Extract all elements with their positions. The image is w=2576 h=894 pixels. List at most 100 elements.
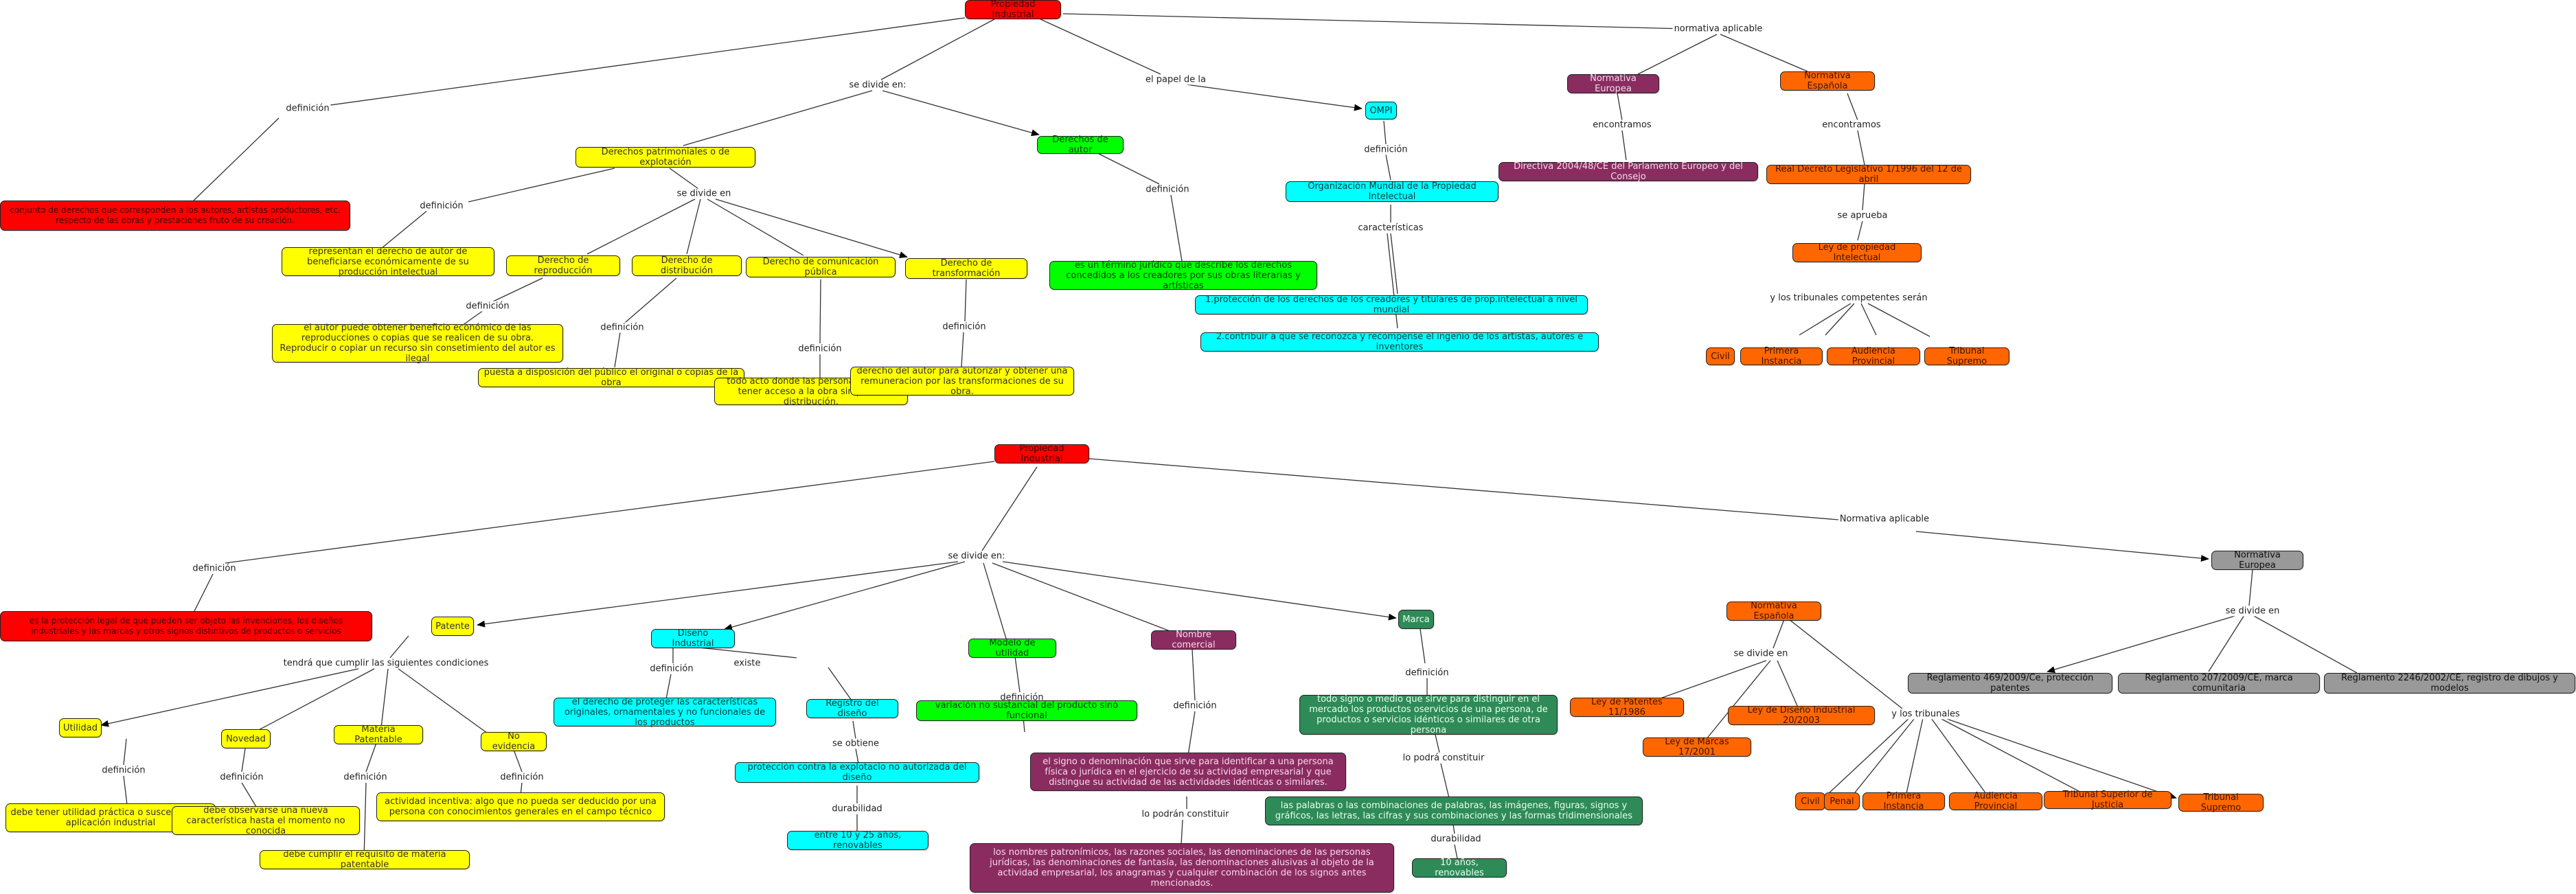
- tribunal-node[interactable]: Tribunal Supremo: [1924, 346, 2009, 367]
- definition-node[interactable]: el autor puede obtener beneficio económi…: [272, 323, 563, 364]
- label-definicion: definición: [1363, 144, 1409, 155]
- duracion-node[interactable]: 10 años, renovables: [1412, 858, 1507, 878]
- marca-node[interactable]: Marca: [1398, 610, 1434, 629]
- definition-node[interactable]: es un término jurídico que describe los …: [1049, 260, 1317, 291]
- reglamento-node[interactable]: Reglamento 207/2009/CE, marca comunitari…: [2118, 673, 2320, 694]
- tribunal-node[interactable]: Civil: [1795, 792, 1825, 810]
- characteristic-node[interactable]: 1.protección de los derechos de los crea…: [1195, 295, 1588, 315]
- label-se-obtiene: se obtiene: [830, 738, 881, 749]
- label-condiciones: tendrá que cumplir las siguientes condic…: [282, 658, 490, 669]
- ompi-node[interactable]: OMPI: [1365, 102, 1397, 119]
- root-node-2[interactable]: Propiedad Industrial: [994, 444, 1089, 464]
- root-node-1[interactable]: Propiedad Industrial: [965, 0, 1061, 20]
- tribunal-node[interactable]: Civil: [1706, 347, 1735, 365]
- label-existe: existe: [732, 658, 762, 669]
- ley-patentes-node[interactable]: Ley de Patentes 11/1986: [1570, 697, 1684, 718]
- definition-node[interactable]: todo signo o medio que sirve para distin…: [1299, 694, 1558, 735]
- derechos-autor-node[interactable]: Derechos de autor: [1037, 135, 1124, 155]
- definition-node[interactable]: conjunto de derechos que corresponden a …: [0, 200, 350, 231]
- decreto-node[interactable]: Real Decreto Legislativo 1/1996 del 12 d…: [1766, 164, 1971, 185]
- label-se-divide: se divide en:: [847, 80, 908, 91]
- label-tribunales: y los tribunales competentes serán: [1768, 293, 1929, 303]
- normativa-espanola-node[interactable]: Normativa Española: [1780, 71, 1875, 91]
- label-se-divide: se divide en:: [946, 551, 1007, 562]
- label-encontramos: encontramos: [1821, 119, 1882, 130]
- normativa-europea-node[interactable]: Normativa Europea: [2211, 550, 2303, 571]
- label-definicion: definición: [1144, 184, 1191, 195]
- patrimoniales-node[interactable]: Derechos patrimoniales o de explotación: [575, 147, 755, 168]
- novedad-node[interactable]: Novedad: [221, 729, 271, 748]
- label-caracteristicas: características: [1356, 222, 1425, 233]
- label-definicion: definición: [648, 663, 695, 674]
- proteccion-node[interactable]: protección contra la explotacio no autor…: [735, 762, 979, 783]
- definition-node[interactable]: el signo o denominación que sirve para i…: [1030, 753, 1346, 791]
- ompi-definition-node[interactable]: Organización Mundial de la Propiedad Int…: [1286, 181, 1498, 202]
- tribunal-node[interactable]: Penal: [1824, 792, 1860, 810]
- ley-pi-node[interactable]: Ley de propiedad Intelectual: [1792, 242, 1922, 263]
- label-definicion: definición: [999, 692, 1045, 703]
- label-definicion: definición: [797, 343, 843, 354]
- comunicacion-node[interactable]: Derecho de comunicación pública: [746, 257, 896, 277]
- label-constituir: lo podrán constituir: [1140, 809, 1231, 820]
- definition-node[interactable]: representan el derecho de autor de benef…: [282, 247, 494, 277]
- evidencia-node[interactable]: No evidencia: [481, 731, 547, 752]
- label-definicion: definición: [100, 765, 147, 776]
- definition-node[interactable]: puesta a disposición del público el orig…: [478, 367, 744, 388]
- patente-node[interactable]: Patente: [431, 617, 474, 636]
- distribucion-node[interactable]: Derecho de distribución: [632, 255, 742, 276]
- definition-node[interactable]: derecho del autor para autorizar y obten…: [850, 366, 1074, 397]
- label-definicion: definición: [941, 321, 988, 332]
- tribunal-node[interactable]: Tribunal Superior de Justicia: [2044, 790, 2172, 810]
- label-constituir: lo podrá constituir: [1401, 753, 1486, 764]
- label-se-divide-en: se divide en: [2224, 606, 2281, 617]
- ley-diseno-node[interactable]: Ley de Diseño Industrial 20/2003: [1728, 705, 1875, 726]
- label-definicion: definición: [342, 772, 389, 783]
- label-durabilidad: durabilidad: [1429, 834, 1483, 845]
- label-definicion: definición: [1404, 667, 1450, 678]
- nombre-comercial-node[interactable]: Nombre comercial: [1151, 630, 1236, 650]
- materia-node[interactable]: Materia Patentable: [334, 724, 423, 745]
- registro-node[interactable]: Registro del diseño: [806, 698, 898, 719]
- tribunal-node[interactable]: Audiencia Provincial: [1949, 791, 2042, 812]
- normativa-europea-node[interactable]: Normativa Europea: [1567, 73, 1659, 94]
- definition-node[interactable]: debe observarse una nueva característica…: [172, 805, 360, 836]
- reglamento-node[interactable]: Reglamento 2246/2002/CE, registro de dib…: [2324, 673, 2575, 694]
- label-encontramos: encontramos: [1591, 119, 1653, 130]
- label-definicion: definición: [284, 103, 331, 114]
- label-normativa: normativa aplicable: [1672, 23, 1764, 34]
- constituir-node[interactable]: los nombres patronímicos, las razones so…: [970, 843, 1394, 893]
- label-se-divide-en: se divide en: [675, 188, 733, 199]
- label-definicion: definición: [1172, 700, 1218, 711]
- definition-node[interactable]: actividad incentiva: algo que no pueda s…: [376, 792, 665, 821]
- tribunal-node[interactable]: Primera Instancia: [1862, 791, 1945, 812]
- constituir-node[interactable]: las palabras o las combinaciones de pala…: [1265, 796, 1643, 825]
- directiva-node[interactable]: Directiva 2004/48/CE del Parlamento Euro…: [1498, 161, 1758, 182]
- reglamento-node[interactable]: Reglamento 469/2009/Ce, protección paten…: [1908, 673, 2112, 694]
- tribunal-node[interactable]: Tribunal Supremo: [2178, 792, 2264, 813]
- label-definicion: definición: [418, 200, 465, 211]
- definition-node[interactable]: variación no sustancial del producto sin…: [916, 700, 1137, 721]
- label-durabilidad: durabilidad: [830, 803, 884, 814]
- modelo-utilidad-node[interactable]: Modelo de utilidad: [968, 638, 1056, 658]
- utilidad-node[interactable]: Utilidad: [59, 718, 102, 737]
- definition-node[interactable]: es la protección legal de que pueden ser…: [0, 611, 372, 641]
- ley-marcas-node[interactable]: Ley de Marcas 17/2001: [1643, 737, 1751, 757]
- tribunal-node[interactable]: Primera Instancia: [1740, 346, 1823, 367]
- transformacion-node[interactable]: Derecho de transformación: [905, 258, 1027, 279]
- label-se-aprueba: se aprueba: [1836, 210, 1889, 221]
- definition-node[interactable]: el derecho de proteger las característic…: [554, 697, 776, 728]
- duracion-node[interactable]: entre 10 y 25 años, renovables: [787, 830, 928, 851]
- label-normativa: Normativa aplicable: [1838, 514, 1931, 525]
- characteristic-node[interactable]: 2.contribuir a que se reconozca y recomp…: [1200, 332, 1599, 352]
- normativa-espanola-node[interactable]: Normativa Española: [1726, 601, 1821, 621]
- definition-node[interactable]: debe cumplir el requisito de materia pat…: [260, 849, 470, 870]
- reproduccion-node[interactable]: Derecho de reproducción: [506, 255, 620, 276]
- label-definicion: definición: [599, 322, 646, 333]
- label-definicion: definición: [464, 301, 511, 312]
- diseno-node[interactable]: Diseño Industrial: [651, 628, 735, 649]
- label-tribunales: y los tribunales: [1890, 709, 1961, 720]
- label-definicion: definición: [218, 772, 265, 783]
- tribunal-node[interactable]: Audiencia Provincial: [1827, 346, 1920, 367]
- label-definicion: definición: [499, 772, 545, 783]
